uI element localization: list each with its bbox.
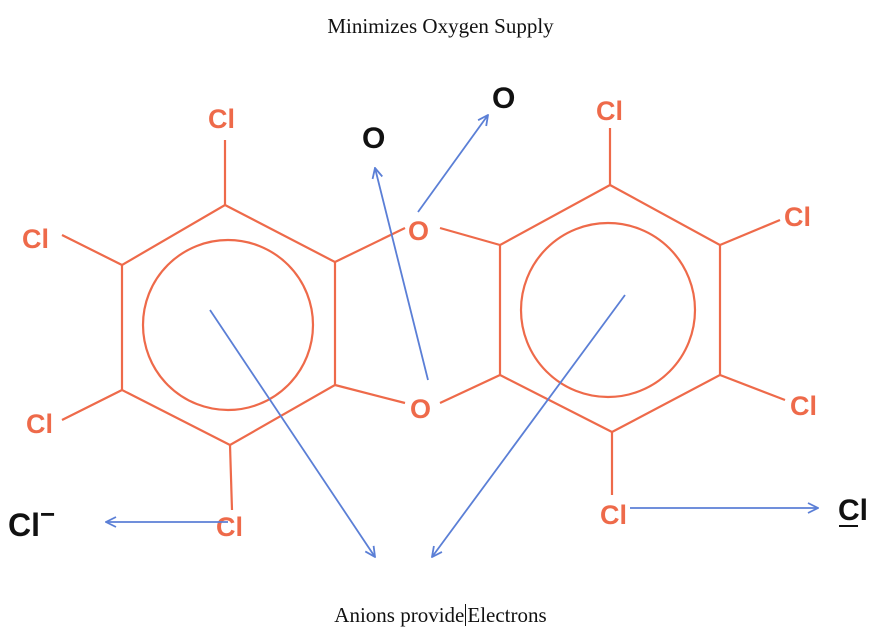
atom-cl-top-right: Cl xyxy=(596,96,623,126)
left-ring-aromatic-circle xyxy=(141,238,315,412)
product-o-left: O xyxy=(362,122,385,155)
bond-right-to-o-top xyxy=(439,226,501,247)
left-benzene-ring xyxy=(61,140,406,511)
top-caption: Minimizes Oxygen Supply xyxy=(327,14,554,38)
product-chloride-right: Cl xyxy=(838,494,868,527)
atom-cl-bottom-left: Cl xyxy=(216,512,243,542)
atom-cl-bottom-right: Cl xyxy=(600,500,627,530)
bond-cl-left-lower xyxy=(61,389,123,421)
atom-cl-right-lower: Cl xyxy=(790,391,817,421)
atom-o-bottom-bridge: O xyxy=(410,394,431,424)
chloride-left-charge: − xyxy=(40,499,55,529)
chloride-left-symbol: Cl xyxy=(8,507,40,543)
right-benzene-ring xyxy=(439,128,786,495)
bond-right-to-o-bottom xyxy=(439,374,501,404)
product-chloride-left: Cl− xyxy=(8,499,55,543)
arrow-o-bottom-to-o-left xyxy=(375,168,429,381)
bond-cl-bottom-left xyxy=(228,444,234,511)
bottom-caption-electrons: Electrons xyxy=(467,603,547,627)
bond-left-to-o-top xyxy=(334,227,406,263)
arrow-left-ring-to-anions xyxy=(209,309,375,557)
bond-left-to-o-bottom xyxy=(334,383,406,405)
atom-cl-left-upper: Cl xyxy=(22,224,49,254)
arrow-o-top-to-o-right xyxy=(417,115,488,213)
bond-cl-right-lower xyxy=(719,373,786,402)
atom-cl-top-left: Cl xyxy=(208,104,235,134)
bottom-caption-anions: Anions provide xyxy=(334,603,465,627)
atom-cl-left-lower: Cl xyxy=(26,409,53,439)
arrow-right-ring-to-anions xyxy=(432,294,626,557)
product-o-right: O xyxy=(492,82,515,115)
text-cursor xyxy=(465,604,467,626)
atom-o-top-bridge: O xyxy=(408,216,429,246)
bond-cl-right-upper xyxy=(719,218,781,247)
bond-cl-left-upper xyxy=(61,234,123,266)
atom-cl-right-upper: Cl xyxy=(784,202,811,232)
right-ring-aromatic-circle xyxy=(519,221,697,399)
